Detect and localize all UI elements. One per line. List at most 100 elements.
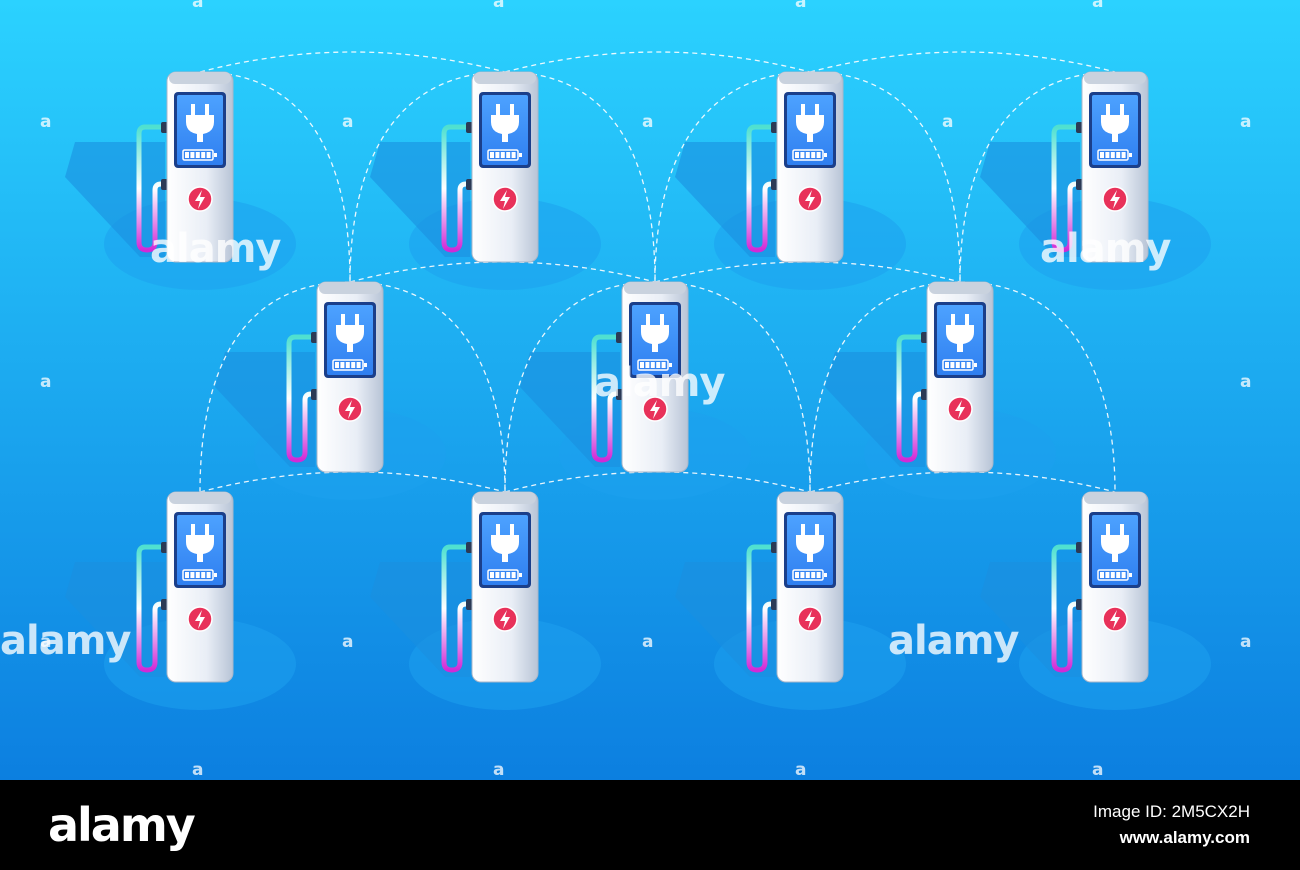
- watermark-mark: a: [40, 372, 52, 392]
- cable-connector: [921, 389, 928, 400]
- lightning-bolt-icon: [805, 190, 815, 209]
- link-curve: [809, 281, 961, 493]
- cable-connector: [1076, 179, 1083, 190]
- battery-icon: [332, 359, 367, 371]
- battery-icon: [942, 359, 977, 371]
- station-cap: [169, 492, 231, 504]
- link-curve: [199, 71, 351, 283]
- lightning-bolt-icon: [1110, 190, 1120, 209]
- charging-station: [136, 491, 234, 683]
- charging-station: [896, 281, 994, 473]
- link-arc: [199, 51, 506, 73]
- cable-connector: [771, 599, 778, 610]
- footer-logo: alamy: [48, 798, 196, 852]
- plug-icon: [336, 314, 364, 352]
- station-cap: [1084, 492, 1146, 504]
- watermark-mark: a: [1240, 632, 1252, 652]
- charging-cable: [441, 124, 475, 253]
- charging-cable: [1051, 124, 1085, 253]
- station-cap: [779, 492, 841, 504]
- watermark-text: alamy: [150, 226, 281, 272]
- charging-cable: [896, 334, 930, 463]
- battery-icon: [182, 569, 217, 581]
- watermark-mark: a: [795, 760, 807, 780]
- cable-connector: [1076, 542, 1083, 553]
- battery-icon: [487, 149, 522, 161]
- cable-connector: [311, 389, 318, 400]
- lightning-bolt-icon: [345, 400, 355, 419]
- watermark-text: alamy: [1040, 226, 1171, 272]
- image-id-label: Image ID: 2M5CX2H: [1093, 802, 1250, 821]
- cable-connector: [616, 332, 623, 343]
- link-curve: [349, 281, 506, 493]
- cable-connector: [921, 332, 928, 343]
- network-illustration: [0, 0, 1300, 780]
- link-curve: [654, 281, 811, 493]
- plug-icon: [796, 104, 824, 142]
- lightning-bolt-icon: [650, 400, 660, 419]
- link-curve: [959, 281, 1116, 493]
- link-curve: [504, 281, 656, 493]
- watermark-mark: a: [493, 760, 505, 780]
- station-cap: [779, 72, 841, 84]
- watermark-mark: a: [1092, 0, 1104, 12]
- charging-station: [1051, 491, 1149, 683]
- cable-connector: [161, 542, 168, 553]
- charging-cable: [136, 124, 170, 253]
- watermark-mark: a: [493, 0, 505, 12]
- cable-connector: [161, 179, 168, 190]
- cable-connector: [466, 122, 473, 133]
- lightning-bolt-icon: [1110, 610, 1120, 629]
- lightning-bolt-icon: [195, 190, 205, 209]
- watermark-text: alamy: [888, 618, 1019, 664]
- cable-connector: [161, 122, 168, 133]
- station-cap: [929, 282, 991, 294]
- station-cap: [319, 282, 381, 294]
- cable-connector: [161, 599, 168, 610]
- lightning-bolt-icon: [805, 610, 815, 629]
- watermark-text: alamy: [0, 618, 131, 664]
- footer-bar: alamy Image ID: 2M5CX2H www.alamy.com: [0, 780, 1300, 870]
- station-cap: [624, 282, 686, 294]
- plug-icon: [491, 524, 519, 562]
- link-curve: [349, 71, 506, 283]
- battery-icon: [792, 149, 827, 161]
- charging-cable: [1051, 544, 1085, 673]
- site-url-link[interactable]: www.alamy.com: [1119, 828, 1250, 847]
- charging-station: [746, 71, 844, 263]
- cable-connector: [1076, 122, 1083, 133]
- link-curve: [809, 71, 961, 283]
- link-curve: [504, 71, 656, 283]
- cable-connector: [616, 389, 623, 400]
- link-curve: [654, 71, 811, 283]
- station-cap: [169, 72, 231, 84]
- watermark-mark: a: [642, 632, 654, 652]
- cable-connector: [466, 179, 473, 190]
- lightning-bolt-icon: [195, 610, 205, 629]
- lightning-bolt-icon: [500, 610, 510, 629]
- plug-icon: [186, 524, 214, 562]
- watermark-mark: a: [342, 632, 354, 652]
- lightning-bolt-icon: [955, 400, 965, 419]
- cable-connector: [771, 179, 778, 190]
- cable-connector: [1076, 599, 1083, 610]
- watermark-mark: a: [642, 112, 654, 132]
- lightning-bolt-icon: [500, 190, 510, 209]
- cable-connector: [771, 122, 778, 133]
- link-arc: [809, 51, 1116, 73]
- battery-icon: [182, 149, 217, 161]
- charging-cable: [441, 544, 475, 673]
- watermark-mark: a: [942, 112, 954, 132]
- watermark-text: alamy: [594, 360, 725, 406]
- charging-station: [1051, 71, 1149, 263]
- watermark-mark: a: [1240, 112, 1252, 132]
- cable-connector: [311, 332, 318, 343]
- plug-icon: [796, 524, 824, 562]
- charging-station: [441, 491, 539, 683]
- network-canvas: [0, 0, 1300, 780]
- station-cap: [474, 492, 536, 504]
- watermark-mark: a: [342, 112, 354, 132]
- battery-icon: [792, 569, 827, 581]
- charging-station: [136, 71, 234, 263]
- battery-icon: [1097, 149, 1132, 161]
